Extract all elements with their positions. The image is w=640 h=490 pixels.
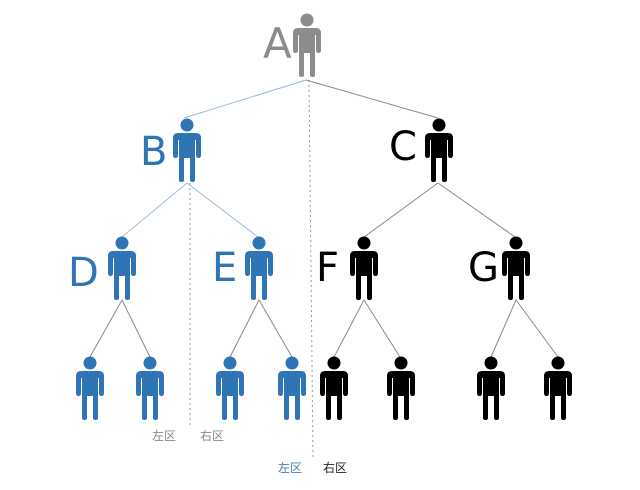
- edge-b-d: [121, 182, 188, 238]
- node-label-c: C: [389, 124, 417, 170]
- node-label-g: G: [468, 245, 499, 291]
- node-label-a: A: [263, 19, 292, 68]
- tree-edges: [89, 79, 559, 358]
- person-icon-leaf-1: [76, 356, 104, 420]
- sub-zone-left-label: 左区: [152, 428, 176, 443]
- person-icon-leaf-2: [136, 356, 164, 420]
- person-icon-leaf-3: [216, 356, 244, 420]
- edge-f-leaf5: [333, 299, 365, 358]
- edge-b-e: [186, 182, 259, 238]
- edge-g-leaf8: [515, 299, 559, 358]
- person-icon-c: [425, 118, 453, 182]
- person-icon-d: [108, 236, 136, 300]
- sub-zone-right-label: 右区: [200, 428, 224, 443]
- person-icon-leaf-6: [387, 356, 415, 420]
- person-icon-a: [293, 13, 321, 77]
- main-zone-right-label: 右区: [323, 460, 347, 475]
- edge-c-f: [363, 182, 439, 238]
- person-icon-leaf-7: [477, 356, 505, 420]
- person-icon-b: [173, 118, 201, 182]
- person-icon-leaf-4: [278, 356, 306, 420]
- main-zone-left-label: 左区: [278, 460, 302, 475]
- edge-c-g: [437, 182, 516, 238]
- edge-a-c: [305, 79, 439, 119]
- person-icon-leaf-8: [544, 356, 572, 420]
- person-icon-leaf-5: [320, 356, 348, 420]
- node-label-d: D: [68, 250, 99, 296]
- person-icon-g: [502, 236, 530, 300]
- edge-d-leaf1: [89, 299, 123, 358]
- node-label-e: E: [212, 245, 237, 291]
- person-icon-f: [350, 236, 378, 300]
- edge-e-leaf3: [229, 299, 260, 358]
- edge-e-leaf4: [258, 299, 293, 358]
- edge-a-b: [183, 79, 307, 119]
- person-icon-e: [245, 236, 273, 300]
- edge-g-leaf7: [490, 299, 517, 358]
- edge-f-leaf6: [363, 299, 401, 358]
- node-label-f: F: [316, 245, 339, 291]
- edge-d-leaf2: [121, 299, 151, 358]
- node-label-b: B: [140, 129, 167, 175]
- main-divider-line: [308, 79, 314, 459]
